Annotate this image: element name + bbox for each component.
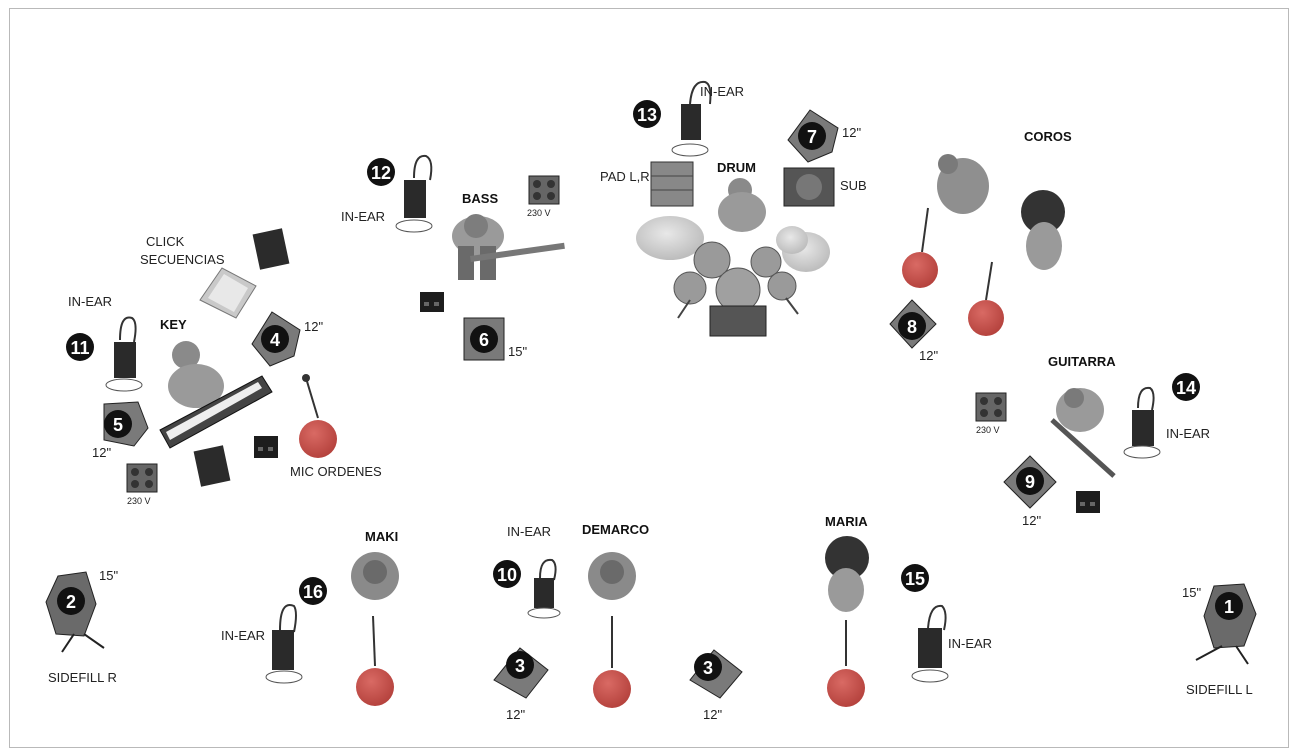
maki-label: MAKI <box>365 529 398 544</box>
sidefill-l-label: SIDEFILL L <box>1186 682 1253 697</box>
svg-text:16: 16 <box>303 582 323 602</box>
stereo-di-top: STEREO DI <box>252 228 290 285</box>
svg-text:12: 12 <box>371 163 391 183</box>
svg-text:230 V: 230 V <box>976 425 1000 435</box>
mic-ordenes: MIC ORDENES <box>290 374 382 479</box>
in-ear-15: 15 IN-EAR <box>901 564 992 683</box>
svg-text:11: 11 <box>70 338 89 358</box>
sidefill-r-label: SIDEFILL R <box>48 670 117 685</box>
svg-text:3: 3 <box>703 658 713 678</box>
svg-text:15": 15" <box>508 344 527 359</box>
svg-text:IN-EAR: IN-EAR <box>507 524 551 539</box>
sidefill-l: 1 15" SIDEFILL L <box>1182 583 1257 697</box>
monitor-7: 7 12" <box>787 109 861 163</box>
svg-text:IN-EAR: IN-EAR <box>341 209 385 224</box>
svg-text:13: 13 <box>637 105 657 125</box>
svg-text:IN-EAR: IN-EAR <box>68 294 112 309</box>
in-ear-12: 12 IN-EAR <box>341 154 433 233</box>
drum-kit: PAD L,R SUB DRUM <box>600 160 867 337</box>
stereo-di-bottom: STEREO DI <box>193 445 231 503</box>
monitor-9: 9 12" <box>1003 455 1057 528</box>
monitor-3-right: 3 12" <box>689 649 743 722</box>
in-ear-10: 10 IN-EAR <box>493 524 561 619</box>
svg-text:15: 15 <box>905 569 925 589</box>
svg-text:12": 12" <box>304 319 323 334</box>
monitor-3-left: 3 12" <box>493 647 549 722</box>
key-player: KEY <box>159 317 273 449</box>
svg-text:STEREO: STEREO <box>200 490 225 496</box>
in-ear-13: 13 IN-EAR <box>633 80 744 157</box>
pad-label: PAD L,R <box>600 169 650 184</box>
svg-text:DI: DI <box>206 497 212 503</box>
in-ear-16: 16 IN-EAR <box>221 577 327 684</box>
svg-text:12": 12" <box>506 707 525 722</box>
svg-text:10: 10 <box>497 565 517 585</box>
coros-singers: COROS <box>902 129 1072 336</box>
bass-player: BASS <box>452 191 565 280</box>
monitor-6: 6 15" <box>463 317 527 361</box>
maria-singer: MARIA <box>825 514 869 707</box>
in-ear-14: 14 IN-EAR <box>1123 373 1210 459</box>
monitor-size-label: 12" <box>842 125 861 140</box>
power-230v-bass: 230 V <box>527 175 560 218</box>
svg-text:IN-EAR: IN-EAR <box>1166 426 1210 441</box>
svg-text:7: 7 <box>807 127 817 147</box>
svg-text:15": 15" <box>99 568 118 583</box>
di-box-bass <box>420 292 444 312</box>
svg-text:230 V: 230 V <box>127 496 151 506</box>
svg-text:15": 15" <box>1182 585 1201 600</box>
di-box-key <box>254 436 278 458</box>
svg-text:STEREO: STEREO <box>262 272 287 278</box>
key-label: KEY <box>160 317 187 332</box>
svg-text:IN-EAR: IN-EAR <box>948 636 992 651</box>
coros-label: COROS <box>1024 129 1072 144</box>
laptop-click: CLICK SECUENCIAS <box>140 234 257 319</box>
svg-text:3: 3 <box>515 656 525 676</box>
sub-label: SUB <box>840 178 867 193</box>
svg-text:5: 5 <box>113 415 123 435</box>
demarco-singer: DEMARCO <box>582 522 649 708</box>
maria-label: MARIA <box>825 514 868 529</box>
mic-ordenes-label: MIC ORDENES <box>290 464 382 479</box>
click-label: CLICK <box>146 234 185 249</box>
stage-frame <box>9 8 1289 748</box>
svg-text:IN-EAR: IN-EAR <box>700 84 744 99</box>
svg-text:14: 14 <box>1176 378 1196 398</box>
demarco-label: DEMARCO <box>582 522 649 537</box>
monitor-5: 5 12" <box>92 401 149 460</box>
svg-text:9: 9 <box>1025 472 1035 492</box>
svg-text:2: 2 <box>66 592 76 612</box>
monitor-4: 4 12" <box>251 311 323 367</box>
secuencias-label: SECUENCIAS <box>140 252 225 267</box>
drum-label: DRUM <box>717 160 756 175</box>
in-ear-11: 11 IN-EAR <box>66 294 143 392</box>
svg-text:12": 12" <box>92 445 111 460</box>
svg-text:230 V: 230 V <box>527 208 551 218</box>
bass-label: BASS <box>462 191 498 206</box>
svg-text:12": 12" <box>703 707 722 722</box>
svg-text:8: 8 <box>907 317 917 337</box>
svg-text:4: 4 <box>270 330 280 350</box>
monitor-8: 8 12" <box>889 299 938 363</box>
sidefill-r: 2 15" SIDEFILL R <box>45 568 118 685</box>
svg-text:12": 12" <box>919 348 938 363</box>
svg-text:1: 1 <box>1224 597 1234 617</box>
svg-text:6: 6 <box>479 330 489 350</box>
maki-singer: MAKI <box>351 529 399 706</box>
svg-text:IN-EAR: IN-EAR <box>221 628 265 643</box>
power-230v-key: 230 V <box>126 463 158 506</box>
power-230v-guitarra: 230 V <box>975 392 1007 435</box>
guitarra-label: GUITARRA <box>1048 354 1116 369</box>
svg-text:12": 12" <box>1022 513 1041 528</box>
di-box-guitarra <box>1076 491 1100 513</box>
monitor-number-badge <box>798 122 826 150</box>
svg-text:DI: DI <box>268 279 274 285</box>
guitarra-player: GUITARRA <box>1048 354 1116 478</box>
